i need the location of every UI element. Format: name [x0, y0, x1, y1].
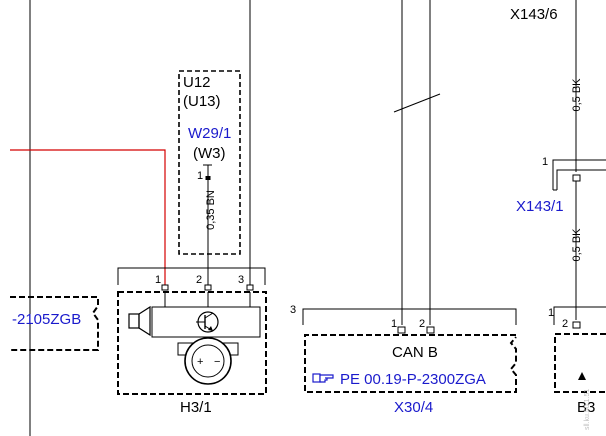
- h3-1-module-label: H3/1: [180, 399, 212, 416]
- x143-1-pin-number: 1: [542, 156, 548, 168]
- x30-4-pin-2: 2: [419, 318, 425, 330]
- twisted-pair-mark: [393, 93, 441, 113]
- h3-1-pin-2: 2: [196, 274, 202, 286]
- wire-spec-brown: 0,35 BN: [205, 190, 217, 230]
- u12-module-label: U12: [183, 74, 211, 91]
- wire-spec-black-upper: 0,5 BK: [571, 78, 583, 112]
- b3-pin-1: 1: [548, 307, 554, 319]
- b3-pin-2-marker: [572, 321, 581, 329]
- x30-4-bus-bracket: [302, 308, 517, 325]
- x143-6-connector-label: X143/6: [510, 6, 558, 23]
- w29-1-alt-label: (W3): [193, 145, 226, 162]
- b3-module-label: B3: [577, 399, 595, 416]
- h3-1-inner-component: [151, 306, 261, 338]
- h3-1-module-box[interactable]: [117, 291, 267, 395]
- x30-4-pin-2-marker: [426, 326, 435, 334]
- x30-4-ref-link[interactable]: PE 00.19-P-2300ZGA: [340, 371, 486, 388]
- svg-text:−: −: [214, 356, 220, 368]
- b3-arrow-icon: [578, 372, 586, 380]
- h3-1-pin-bracket: [117, 267, 266, 285]
- x30-4-bus-pin: 3: [290, 304, 296, 316]
- x143-1-bracket-inner: [556, 169, 606, 190]
- h3-1-pin-2-marker: [204, 284, 212, 291]
- b3-bracket: [553, 306, 606, 325]
- left-ref-box[interactable]: [10, 296, 99, 351]
- w29-1-connector-link[interactable]: W29/1: [188, 125, 231, 142]
- watermark-text: sll.ku.50.1.51: [584, 389, 591, 430]
- h3-1-pin-3: 3: [238, 274, 244, 286]
- motor-symbol-icon: + −: [177, 337, 239, 385]
- pointing-hand-icon[interactable]: [312, 373, 334, 383]
- x30-4-module-label: X30/4: [394, 399, 433, 416]
- h3-1-pin-3-marker: [246, 284, 254, 291]
- svg-text:+: +: [197, 356, 203, 368]
- x143-1-pin-marker: [572, 174, 581, 182]
- b3-module-box[interactable]: [554, 333, 606, 393]
- left-ref-link[interactable]: -2105ZGB: [12, 311, 81, 328]
- x30-4-pin-1: 1: [391, 318, 397, 330]
- x143-1-connector-link[interactable]: X143/1: [516, 198, 564, 215]
- b3-pin-2: 2: [562, 318, 568, 330]
- x30-4-module-box[interactable]: [304, 334, 517, 393]
- horn-with-transistor-icon: [128, 305, 219, 337]
- x30-4-module-title: CAN B: [392, 344, 438, 361]
- u12-module-box[interactable]: [178, 70, 241, 255]
- w29-1-pin-marker: [205, 176, 211, 180]
- h3-1-pin-1: 1: [155, 274, 161, 286]
- wire-red-signal: [10, 149, 166, 285]
- wire-spec-black-lower: 0,5 BK: [571, 228, 583, 262]
- x30-4-pin-1-marker: [397, 326, 406, 334]
- x143-1-bracket: [552, 159, 606, 190]
- w29-1-pin-number: 1: [197, 170, 203, 182]
- u12-module-alt-label: (U13): [183, 93, 221, 110]
- h3-1-pin-1-marker: [161, 284, 169, 291]
